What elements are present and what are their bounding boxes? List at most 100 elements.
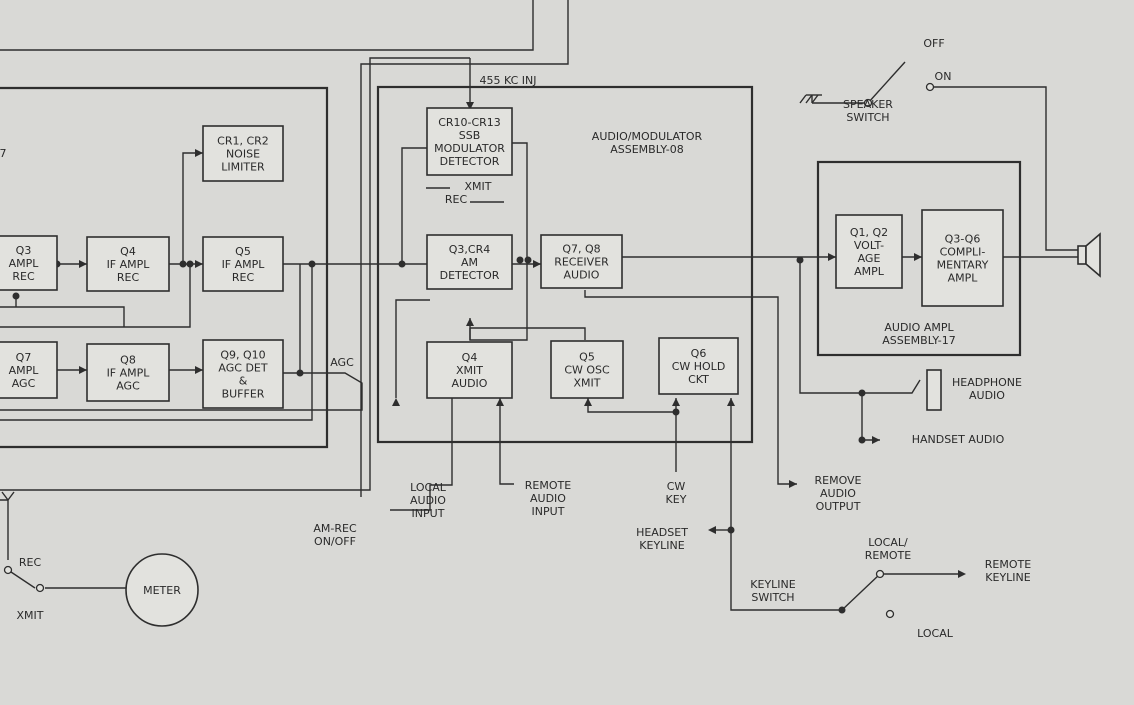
speaker-icon [1077, 232, 1101, 278]
block-cr10-cr13-text: CR10-CR13 [438, 116, 501, 129]
label-audampl: AUDIO AMPL [884, 321, 954, 334]
block-q8-agc-text: IF AMPL [107, 367, 151, 380]
block-cr1-cr2-text: NOISE [226, 148, 260, 161]
block-q9-q10-text: AGC DET [218, 362, 267, 375]
block-q8-agc-text: Q8 [120, 354, 136, 367]
block-q6-cw-box [658, 337, 739, 395]
block-q3-left-text: AMPL [9, 257, 40, 270]
label-inj: 455 KC INJ [480, 74, 537, 87]
block-cr1-cr2-text: CR1, CR2 [217, 135, 269, 148]
label-remotein: AUDIO [530, 492, 566, 505]
label-remkey: KEYLINE [985, 571, 1030, 584]
ground-symbol [799, 94, 822, 104]
block-q4-xmit-text: Q4 [462, 351, 478, 364]
block-q3-cr4-text: AM [461, 256, 478, 269]
label-localin: AUDIO [410, 494, 446, 507]
block-q7-agc-box [0, 341, 58, 399]
block-q4-xmit-text: AUDIO [452, 377, 488, 390]
label-audmod: ASSEMBLY-08 [610, 143, 684, 156]
label-headphone: AUDIO [969, 389, 1005, 402]
block-q7-agc-text: Q7 [16, 351, 32, 364]
block-q1-q2-text: AGE [858, 252, 881, 265]
label-remout: AUDIO [820, 487, 856, 500]
block-q3-q6-text: COMPLI- [940, 246, 986, 259]
label-remotein: INPUT [532, 505, 565, 518]
label-locrem: LOCAL/ [868, 536, 908, 549]
label-amrec: AM-REC [313, 522, 357, 535]
label-audampl: ASSEMBLY-17 [882, 334, 956, 347]
label-localin: LOCAL [410, 481, 447, 494]
label-cwkey: CW [667, 480, 686, 493]
block-q6-cw-text: Q6 [691, 347, 707, 360]
block-q4-if-text: IF AMPL [107, 258, 151, 271]
label-spkr: SPEAKER [843, 98, 893, 111]
left-assembly-outline [0, 86, 329, 449]
block-q7-agc-text: AMPL [9, 364, 40, 377]
label-agc: AGC [330, 356, 354, 369]
block-q7-q8-text: RECEIVER [554, 256, 609, 269]
label-headset: KEYLINE [639, 539, 684, 552]
label-local: LOCAL [917, 627, 954, 640]
label-keysw: KEYLINE [750, 578, 795, 591]
block-q3-left-text: REC [12, 270, 35, 283]
label-spkr: SWITCH [846, 111, 889, 124]
block-q3-cr4-text: DETECTOR [440, 269, 500, 282]
block-q9-q10-box [202, 339, 284, 409]
block-q1-q2-text: AMPL [854, 265, 885, 278]
label-xmit: XMIT [465, 180, 492, 193]
label-amrec: ON/OFF [314, 535, 356, 548]
block-q9-q10-text: Q9, Q10 [220, 349, 265, 362]
block-q3-q6-box [921, 209, 1004, 307]
label-headset: HEADSET [636, 526, 688, 539]
block-q7-q8-box [540, 234, 623, 289]
block-q7-q8-text: AUDIO [564, 269, 600, 282]
block-q8-agc-text: AGC [116, 380, 140, 393]
label-meter: METER [143, 584, 181, 597]
block-q3-q6-text: AMPL [948, 272, 979, 285]
block-cr10-cr13-text: MODULATOR [434, 142, 505, 155]
block-q3-cr4-text: Q3,CR4 [449, 243, 490, 256]
block-q7-agc-text: AGC [12, 377, 36, 390]
label-locrem: REMOTE [865, 549, 911, 562]
block-q5-cw-text: CW OSC [564, 364, 610, 377]
block-q1-q2-box [835, 214, 903, 289]
label-remotein: REMOTE [525, 479, 571, 492]
block-q1-q2-text: VOLT- [854, 239, 884, 252]
block-q5-cw-box [550, 340, 624, 399]
label-headphone: HEADPHONE [952, 376, 1022, 389]
block-q5-if-text: IF AMPL [222, 258, 266, 271]
block-q3-q6-text: MENTARY [937, 259, 989, 272]
label-remkey: REMOTE [985, 558, 1031, 571]
block-q1-q2-text: Q1, Q2 [850, 226, 888, 239]
signal-arrows [79, 102, 966, 578]
block-q6-cw-text: CKT [688, 373, 709, 386]
block-q5-if-box [202, 236, 284, 292]
block-q9-q10-text: BUFFER [222, 388, 265, 401]
block-q6-cw-text: CW HOLD [672, 360, 726, 373]
audio-ampl-assembly-outline [816, 160, 1022, 357]
block-cr10-cr13-text: DETECTOR [440, 155, 500, 168]
meter-icon [125, 553, 199, 627]
label-seven: 7 [0, 147, 7, 160]
block-cr1-cr2-box [202, 125, 284, 182]
block-q3-left-box [0, 235, 58, 291]
block-q5-if-text: REC [232, 271, 255, 284]
block-q8-agc-box [86, 343, 170, 402]
label-handset: HANDSET AUDIO [912, 433, 1005, 446]
block-q5-cw-text: Q5 [579, 351, 595, 364]
